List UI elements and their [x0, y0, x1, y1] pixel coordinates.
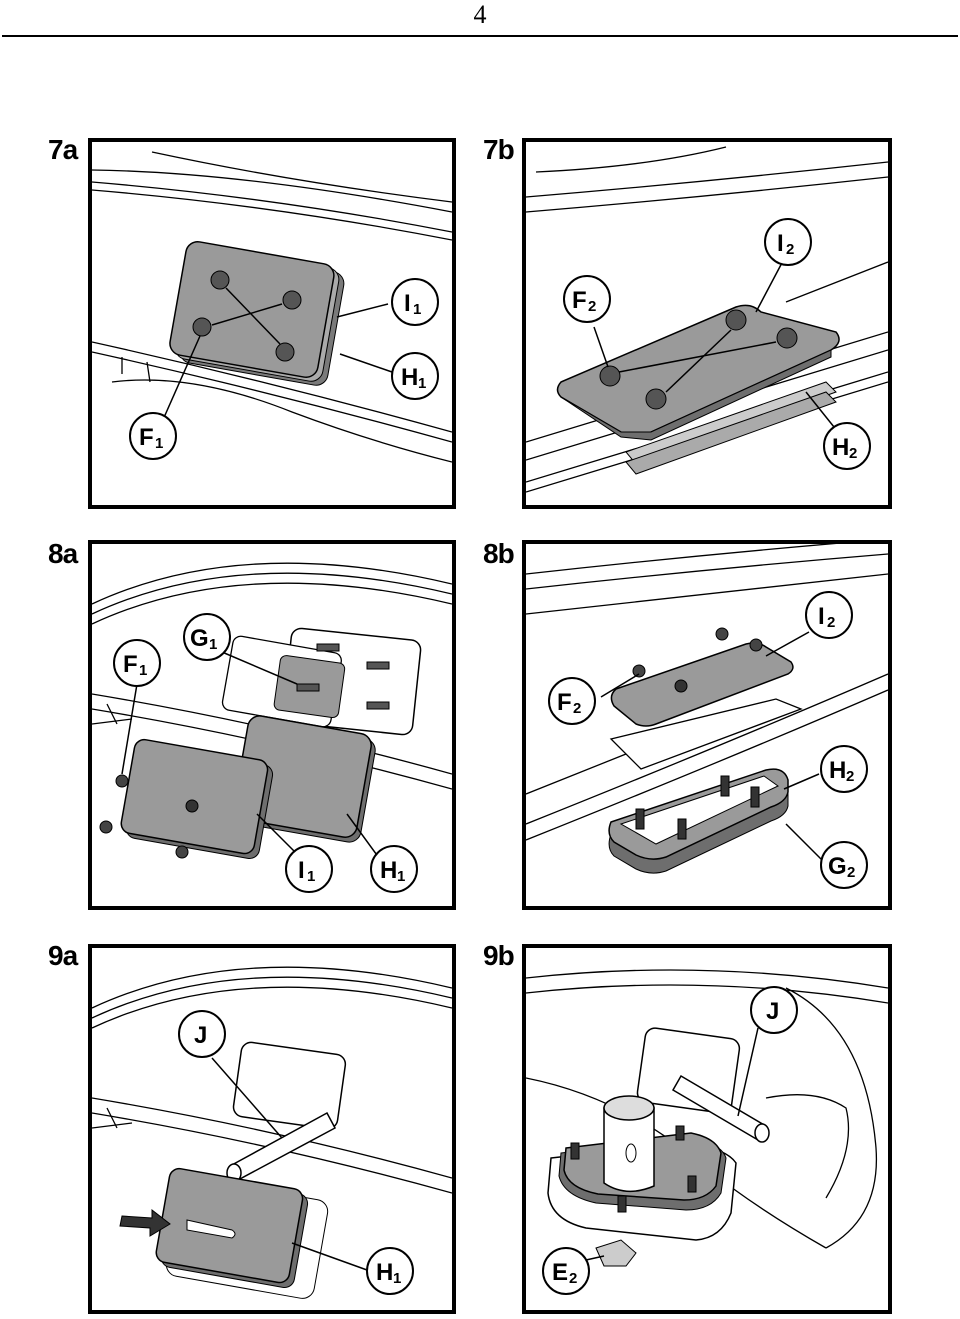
rubber-pad-8a — [232, 715, 376, 843]
callout-F2: F 2 — [563, 275, 611, 323]
callout-F1: F 1 — [129, 412, 177, 460]
illustration-7a: I 1 H 1 F 1 — [92, 151, 452, 463]
svg-text:F: F — [123, 651, 138, 678]
svg-text:2: 2 — [786, 241, 794, 258]
figure-8a: F 1 G 1 I 1 H 1 — [88, 540, 456, 910]
bolts-9b — [570, 1125, 697, 1213]
callout-I1: I 1 — [285, 845, 333, 893]
callout-F2: F 2 — [548, 677, 596, 725]
svg-text:2: 2 — [573, 700, 581, 717]
panel-label-9a: 9a — [48, 940, 78, 971]
svg-text:H: H — [401, 364, 418, 391]
arrow-icon — [119, 1208, 171, 1237]
callout-H1: H 1 — [366, 1247, 414, 1295]
callout-I2: I 2 — [805, 591, 853, 639]
illustration-9b: J E 2 — [526, 969, 888, 1295]
illustration-9a: J H 1 — [92, 966, 452, 1299]
svg-text:G: G — [190, 625, 209, 652]
svg-text:G: G — [828, 853, 847, 880]
svg-text:J: J — [194, 1022, 207, 1049]
svg-text:H: H — [829, 757, 846, 784]
callout-H2: H 2 — [823, 422, 871, 470]
nuts-8a — [99, 774, 189, 859]
nuts-7b — [599, 309, 798, 410]
svg-text:1: 1 — [155, 435, 163, 452]
callout-E2: E 2 — [542, 1247, 590, 1295]
svg-text:I: I — [777, 230, 784, 257]
plate-8a — [120, 738, 274, 859]
figure-7a: I 1 H 1 F 1 — [88, 138, 456, 509]
svg-text:1: 1 — [209, 636, 217, 653]
page-number: 4 — [473, 0, 487, 29]
svg-text:2: 2 — [827, 614, 835, 631]
svg-text:I: I — [818, 603, 825, 630]
svg-text:2: 2 — [569, 1270, 577, 1287]
panel-label-7b: 7b — [483, 134, 515, 165]
mount-outline-9a — [232, 1041, 347, 1130]
svg-text:E: E — [552, 1259, 568, 1286]
panel-label-9b: 9b — [483, 940, 515, 971]
figure-7b: I 2 F 2 H 2 — [522, 138, 892, 509]
callout-H1: H 1 — [391, 352, 439, 400]
svg-text:2: 2 — [588, 298, 596, 315]
svg-text:2: 2 — [846, 768, 854, 785]
nuts-7a — [192, 270, 302, 362]
callout-I2: I 2 — [764, 218, 812, 266]
handle-9b — [595, 1239, 637, 1267]
illustration-8a: F 1 G 1 I 1 H 1 — [92, 562, 452, 893]
svg-text:F: F — [139, 424, 154, 451]
pin-J-9a — [226, 1111, 337, 1183]
gasket-8b — [609, 698, 803, 770]
svg-text:J: J — [766, 998, 779, 1025]
svg-text:1: 1 — [307, 868, 315, 885]
gasket-7b — [625, 381, 837, 475]
mount-outline-9b — [636, 1027, 741, 1114]
svg-text:I: I — [404, 290, 411, 317]
svg-text:F: F — [557, 689, 572, 716]
coupling-9b — [603, 1095, 655, 1192]
pad-9a — [155, 1167, 329, 1299]
pad-8b — [608, 768, 789, 874]
svg-text:2: 2 — [847, 864, 855, 881]
svg-text:1: 1 — [418, 375, 426, 392]
callout-F1: F 1 — [113, 639, 161, 687]
callout-H1: H 1 — [370, 845, 418, 893]
panel-label-8a: 8a — [48, 538, 78, 569]
svg-text:1: 1 — [397, 868, 405, 885]
svg-text:H: H — [376, 1259, 393, 1286]
pin-J-9b — [671, 1074, 770, 1143]
callout-J: J — [178, 1010, 226, 1058]
illustration-7b: I 2 F 2 H 2 — [526, 146, 888, 493]
figure-9b: J E 2 — [522, 944, 892, 1314]
callout-G1: G 1 — [183, 613, 231, 661]
svg-text:H: H — [380, 857, 397, 884]
callout-I1: I 1 — [391, 278, 439, 326]
figure-9a: J H 1 — [88, 944, 456, 1314]
plate-8b — [610, 627, 794, 727]
svg-text:H: H — [832, 434, 849, 461]
panel-label-7a: 7a — [48, 134, 78, 165]
header-rule — [2, 35, 958, 37]
svg-text:F: F — [572, 287, 587, 314]
svg-text:1: 1 — [139, 662, 147, 679]
callout-G2: G 2 — [820, 841, 868, 889]
figure-8b: I 2 F 2 H 2 G 2 — [522, 540, 892, 910]
bolt-plate-8a — [221, 627, 422, 736]
callout-H2: H 2 — [820, 745, 868, 793]
svg-text:I: I — [298, 857, 305, 884]
svg-text:1: 1 — [393, 1270, 401, 1287]
illustration-8b: I 2 F 2 H 2 G 2 — [526, 544, 888, 889]
panel-label-8b: 8b — [483, 538, 515, 569]
callout-J: J — [750, 986, 798, 1034]
svg-text:1: 1 — [413, 301, 421, 318]
svg-text:2: 2 — [849, 445, 857, 462]
